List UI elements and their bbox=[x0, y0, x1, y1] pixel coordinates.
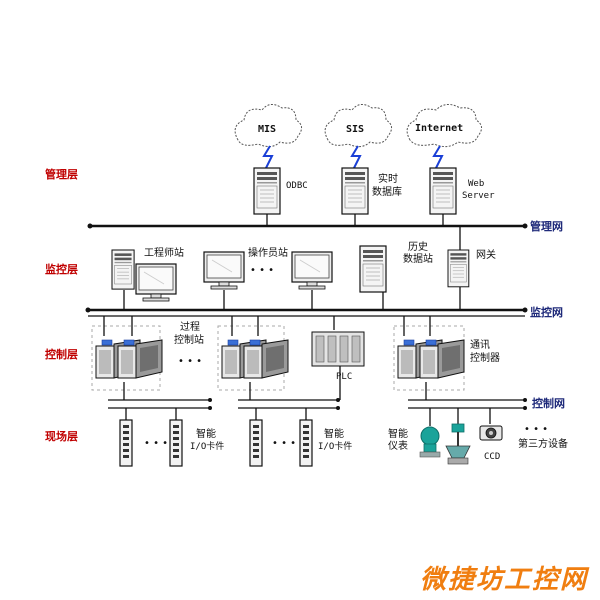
label-third-party-device: 第三方设备 bbox=[518, 437, 568, 450]
label-smart-instrument-line2: 仪表 bbox=[388, 439, 408, 452]
engineer-station-tower-icon bbox=[111, 249, 135, 290]
io-card-a1-icon bbox=[119, 419, 133, 467]
label-engineer-station: 工程师站 bbox=[144, 246, 184, 259]
label-ccd: CCD bbox=[484, 452, 500, 462]
label-realtime-db-line1: 实时 bbox=[378, 172, 398, 185]
lightning-icon bbox=[350, 145, 362, 169]
lightning-icon bbox=[432, 145, 444, 169]
label-web-line2: Server bbox=[462, 191, 495, 201]
label-process-station-line1: 过程 bbox=[180, 320, 200, 333]
server-odbc-icon bbox=[253, 167, 281, 215]
label-web-line1: Web bbox=[468, 179, 484, 189]
gateway-icon bbox=[447, 249, 470, 288]
plc-icon bbox=[311, 331, 365, 367]
smart-transmitter-icon bbox=[419, 426, 441, 458]
label-plc: PLC bbox=[336, 372, 352, 382]
label-operator-station: 操作员站 bbox=[248, 246, 288, 259]
third-party-ellipsis: • • • bbox=[524, 424, 548, 435]
history-server-icon bbox=[359, 245, 387, 293]
cloud-label-mis: MIS bbox=[258, 124, 276, 135]
operator-station-monitor-2-icon bbox=[291, 251, 333, 290]
layer-label-monitoring: 监控层 bbox=[45, 262, 78, 276]
watermark-text: 微捷坊工控网 bbox=[420, 565, 590, 595]
label-realtime-db-line2: 数据库 bbox=[372, 185, 402, 198]
label-comm-controller-line1: 通讯 bbox=[470, 339, 490, 351]
server-realtime-db-icon bbox=[341, 167, 369, 215]
label-smart-instrument-line1: 智能 bbox=[388, 427, 408, 440]
cloud-label-internet: Internet bbox=[415, 123, 463, 134]
label-history-line2: 数据站 bbox=[403, 252, 433, 265]
label-comm-controller-line2: 控制器 bbox=[470, 351, 500, 364]
label-gateway: 网关 bbox=[476, 248, 496, 261]
engineer-station-monitor-icon bbox=[135, 263, 177, 302]
ccd-camera-icon bbox=[479, 425, 503, 441]
network-label-monitoring: 监控网 bbox=[530, 305, 563, 319]
process-controller-1b-icon bbox=[117, 339, 163, 379]
layer-label-control: 控制层 bbox=[45, 347, 78, 361]
label-io-card-a-line2: I/O卡件 bbox=[190, 440, 224, 452]
operator-station-ellipsis: • • • bbox=[250, 265, 274, 276]
layer-label-field: 现场层 bbox=[45, 429, 78, 443]
label-io-card-b-line1: 智能 bbox=[324, 427, 344, 440]
smart-valve-icon bbox=[445, 423, 471, 465]
lightning-icon bbox=[262, 145, 274, 169]
label-io-card-b-line2: I/O卡件 bbox=[318, 440, 352, 452]
label-process-station-line2: 控制站 bbox=[174, 333, 204, 346]
label-odbc: ODBC bbox=[286, 181, 308, 191]
cloud-internet: Internet bbox=[406, 104, 482, 148]
layer-label-management: 管理层 bbox=[45, 167, 78, 181]
cloud-sis: SIS bbox=[324, 104, 392, 148]
operator-station-monitor-1-icon bbox=[203, 251, 245, 290]
control-network-bus bbox=[108, 398, 527, 410]
network-label-control: 控制网 bbox=[532, 396, 565, 410]
network-label-management: 管理网 bbox=[530, 219, 563, 233]
label-history-line1: 历史 bbox=[408, 241, 428, 253]
field-ellipsis-b: • • • bbox=[272, 438, 296, 449]
field-ellipsis-a: • • • bbox=[144, 438, 168, 449]
cloud-label-sis: SIS bbox=[346, 124, 364, 135]
io-card-b2-icon bbox=[299, 419, 313, 467]
io-card-b1-icon bbox=[249, 419, 263, 467]
cloud-mis: MIS bbox=[234, 104, 302, 148]
label-io-card-a-line1: 智能 bbox=[196, 427, 216, 440]
process-controller-2b-icon bbox=[243, 339, 289, 379]
comm-controller-b-icon bbox=[419, 339, 465, 379]
io-card-a2-icon bbox=[169, 419, 183, 467]
control-ellipsis: • • • bbox=[178, 356, 202, 367]
server-web-icon bbox=[429, 167, 457, 215]
